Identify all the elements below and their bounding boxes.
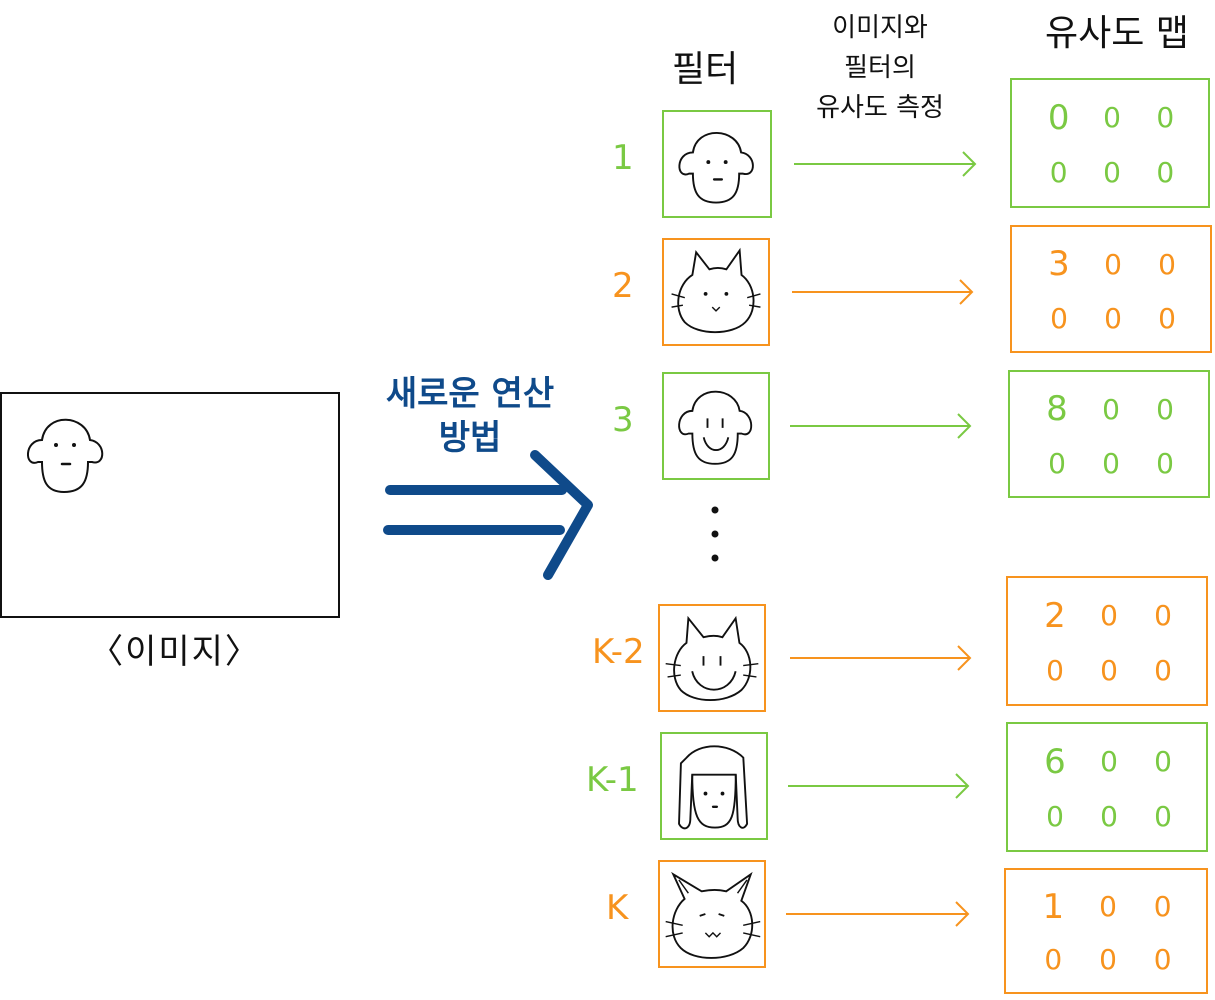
arrow-right-icon	[790, 413, 972, 439]
similarity-map-cell: 0	[1156, 101, 1175, 134]
similarity-map-cell: 8	[1046, 389, 1068, 429]
filter-index-label: 3	[612, 400, 634, 440]
dog-face-icon	[678, 131, 754, 204]
lynx-face-icon	[665, 871, 761, 959]
method-label: 새로운 연산 방법	[370, 372, 570, 460]
similarity-map-cell: 0	[1049, 156, 1068, 189]
measure-label-line3: 유사도 측정	[816, 93, 944, 123]
similarity-map-header: 유사도 맵	[1045, 13, 1189, 54]
similarity-map-cell: 0	[1100, 654, 1118, 687]
similarity-map-cell: 0	[1047, 97, 1070, 138]
filter-index-label: K	[606, 888, 629, 928]
arrow-right-icon	[788, 773, 970, 799]
cat-face-icon	[671, 247, 761, 334]
similarity-map-cell: 0	[1044, 943, 1063, 976]
similarity-map-cell: 0	[1099, 890, 1117, 923]
similarity-map-cell: 2	[1044, 595, 1066, 636]
similarity-map-cell: 0	[1104, 301, 1122, 335]
similarity-map-cell: 6	[1044, 741, 1066, 782]
method-label-line1: 새로운 연산	[385, 374, 555, 414]
filter-index-label: K-2	[592, 632, 645, 672]
filter-index-label: K-1	[586, 760, 639, 800]
measure-label-line2: 필터의	[844, 53, 916, 83]
filter-box	[660, 732, 768, 840]
dog-smile-face-icon	[678, 390, 753, 465]
vertical-ellipsis-icon	[711, 506, 719, 562]
similarity-map-cell: 0	[1100, 800, 1118, 833]
similarity-map-cell: 0	[1046, 654, 1064, 687]
measure-label-line1: 이미지와	[832, 13, 928, 43]
similarity-map: 1 0 0 0 0 0	[1004, 868, 1208, 994]
similarity-map-cell: 0	[1156, 446, 1174, 480]
filter-box	[662, 110, 772, 218]
arrow-right-icon	[790, 645, 972, 671]
similarity-map-cell: 0	[1099, 943, 1117, 976]
image-caption: 〈이미지〉	[89, 632, 261, 672]
arrow-right-icon	[786, 901, 970, 927]
filter-index-label: 2	[612, 266, 634, 306]
filter-box	[662, 372, 770, 480]
similarity-map-cell: 1	[1042, 886, 1065, 927]
filter-box	[662, 238, 770, 346]
similarity-map-cell: 0	[1103, 156, 1121, 189]
similarity-map-cell: 0	[1104, 247, 1122, 281]
input-image-frame	[0, 392, 340, 618]
similarity-map-cell: 0	[1048, 446, 1066, 480]
similarity-map-cell: 0	[1050, 301, 1068, 335]
similarity-map-cell: 0	[1100, 599, 1118, 632]
similarity-map-cell: 0	[1156, 156, 1175, 189]
filter-header: 필터	[672, 49, 739, 90]
arrow-right-icon	[794, 151, 977, 177]
similarity-map: 2 0 0 0 0 0	[1006, 576, 1208, 706]
similarity-map-cell: 3	[1048, 244, 1070, 284]
filter-index-label: 1	[612, 138, 634, 178]
long-ear-dog-face-icon	[678, 745, 749, 830]
filter-box	[658, 860, 766, 968]
similarity-map-cell: 0	[1154, 599, 1172, 632]
similarity-map-cell: 0	[1153, 890, 1172, 923]
similarity-map-cell: 0	[1046, 800, 1064, 833]
method-label-line2: 방법	[438, 418, 502, 458]
filter-box	[658, 604, 766, 712]
similarity-map-cell: 0	[1154, 800, 1172, 833]
arrow-right-icon	[792, 279, 974, 305]
similarity-map-cell: 0	[1156, 392, 1174, 426]
similarity-map-cell: 0	[1154, 745, 1172, 778]
similarity-map-cell: 0	[1153, 943, 1172, 976]
big-double-arrow-icon	[383, 450, 593, 580]
similarity-measure-label: 이미지와 필터의 유사도 측정	[795, 8, 965, 128]
dog-face-icon	[27, 418, 104, 494]
similarity-map-cell: 0	[1103, 101, 1121, 134]
similarity-map-cell: 0	[1102, 446, 1120, 480]
similarity-map-cell: 0	[1158, 247, 1176, 281]
similarity-map-cell: 0	[1102, 392, 1120, 426]
similarity-map-cell: 0	[1100, 745, 1118, 778]
similarity-map-cell: 0	[1158, 301, 1176, 335]
similarity-map-cell: 0	[1154, 654, 1172, 687]
cat-smile-face-icon	[665, 615, 759, 701]
similarity-map: 6 0 0 0 0 0	[1006, 722, 1208, 852]
